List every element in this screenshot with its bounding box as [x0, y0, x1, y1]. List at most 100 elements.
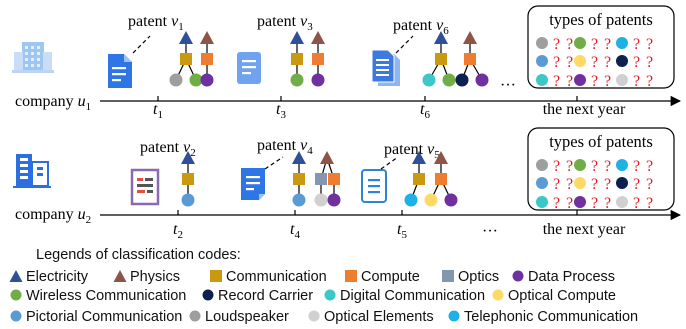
patent-label: patent v1	[128, 13, 184, 33]
doc-line	[137, 178, 143, 181]
patent-label: patent v3	[257, 13, 313, 33]
pointer-line	[380, 156, 399, 170]
electricity-triangle	[292, 151, 306, 164]
next-year-label: the next year	[543, 101, 626, 118]
legend-item-wireless: Wireless Communication	[10, 288, 186, 304]
legend-label: Communication	[226, 269, 327, 285]
wireless-circle	[442, 73, 456, 87]
question-mark: ?	[633, 158, 640, 175]
legend-label: Data Process	[528, 269, 615, 285]
building-window	[25, 64, 28, 67]
document-icon	[241, 168, 265, 200]
legend-title: Legends of classification codes:	[36, 247, 241, 263]
data_process-circle	[311, 73, 325, 87]
time-var: t	[290, 221, 295, 238]
data_process-circle	[327, 193, 341, 207]
building-window	[37, 46, 40, 49]
doc-line	[376, 59, 389, 61]
electricity-triangle	[290, 31, 304, 44]
time-index: 4	[294, 229, 300, 241]
question-mark: ?	[646, 73, 653, 90]
question-mark: ?	[604, 73, 611, 90]
circle-icon	[324, 289, 336, 301]
question-mark: ?	[646, 176, 653, 193]
wireless-circle	[574, 159, 586, 171]
physics-triangle	[311, 31, 325, 44]
legend-label: Optics	[458, 269, 499, 285]
next-year-label: the next year	[543, 221, 626, 238]
building-window	[20, 158, 28, 161]
legend-label: Digital Communication	[340, 288, 485, 304]
question-mark: ?	[553, 73, 560, 90]
doc-line	[376, 74, 389, 76]
question-mark: ?	[633, 36, 640, 53]
legend-item-optical-compute: Optical Compute	[492, 288, 616, 304]
physics-triangle	[200, 31, 214, 44]
legend-label: Record Carrier	[218, 288, 313, 304]
document-icon	[361, 169, 387, 203]
doc-line	[246, 176, 260, 179]
building-window	[25, 52, 28, 55]
loudspeaker-circle	[536, 37, 548, 49]
building-window	[20, 170, 28, 173]
question-mark: ?	[566, 176, 573, 193]
legend-label: Optical Compute	[508, 288, 616, 304]
circle-icon	[10, 310, 22, 322]
legend-label: Loudspeaker	[205, 309, 289, 325]
building-window	[31, 58, 34, 61]
company-index: 2	[86, 214, 92, 226]
question-mark: ?	[633, 54, 640, 71]
square-icon	[442, 270, 454, 282]
question-mark: ?	[604, 54, 611, 71]
pictorial-circle	[292, 193, 306, 207]
time-index: 1	[157, 109, 163, 121]
compute-square	[435, 173, 447, 185]
question-mark: ?	[591, 36, 598, 53]
patent-word: patent	[393, 17, 436, 34]
patent-var: v	[436, 17, 444, 34]
company-word: company	[15, 93, 78, 110]
time-index: 6	[424, 109, 430, 121]
question-mark: ?	[553, 158, 560, 175]
data_process-circle	[200, 73, 214, 87]
question-mark: ?	[604, 176, 611, 193]
square-icon	[210, 270, 222, 282]
legend-item-communication: Communication	[210, 269, 327, 285]
building-icon	[13, 154, 51, 188]
patent-index: 1	[178, 21, 184, 33]
electricity-triangle	[181, 151, 195, 164]
doc-line	[242, 66, 256, 69]
communication-square	[291, 53, 303, 65]
building-window	[37, 167, 43, 170]
optical_elements-circle	[616, 74, 628, 86]
time-label: t3	[276, 101, 286, 121]
question-mark: ?	[591, 195, 598, 212]
patent-word: patent	[257, 13, 300, 30]
pictorial-circle	[536, 55, 548, 67]
patent-var: v	[427, 141, 435, 158]
time-index: 3	[280, 109, 286, 121]
legend-item-record-carrier: Record Carrier	[202, 288, 313, 304]
compute-square	[312, 53, 324, 65]
circle-icon	[492, 289, 504, 301]
legend-item-loudspeaker: Loudspeaker	[189, 309, 289, 325]
time-var: t	[397, 221, 402, 238]
legend-label: Optical Elements	[324, 309, 434, 325]
triangle-icon	[113, 270, 127, 282]
telephonic-circle	[616, 37, 628, 49]
building-window	[31, 46, 34, 49]
record_carrier-circle	[616, 55, 628, 67]
question-mark: ?	[604, 158, 611, 175]
question-mark: ?	[566, 158, 573, 175]
physics-triangle	[320, 151, 334, 164]
circle-icon	[448, 310, 460, 322]
building-window	[25, 58, 28, 61]
compute-square	[201, 53, 213, 65]
record_carrier-circle	[616, 177, 628, 189]
legend-item-digital: Digital Communication	[324, 288, 485, 304]
legend-item-electricity: Electricity	[9, 269, 89, 285]
legend-label: Pictorial Communication	[26, 309, 182, 325]
building-icon	[12, 42, 54, 73]
patent-label: patent v5	[384, 141, 440, 161]
doc-line	[368, 191, 380, 194]
